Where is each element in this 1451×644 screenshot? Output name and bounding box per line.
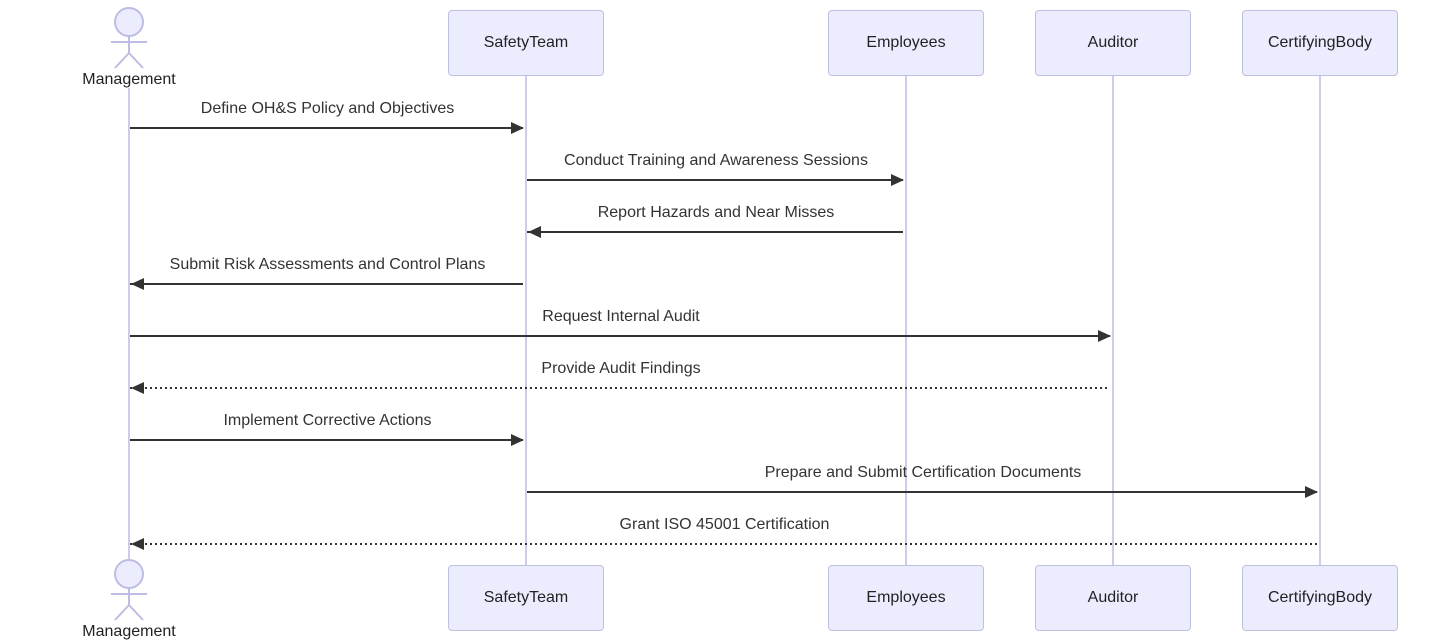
lifeline-Auditor	[1112, 76, 1114, 565]
arrowhead-1	[511, 122, 524, 134]
message-label-2: Conduct Training and Awareness Sessions	[564, 152, 868, 169]
message-label-4: Submit Risk Assessments and Control Plan…	[169, 256, 486, 273]
message-line-7	[130, 439, 523, 441]
participant-label: Employees	[866, 34, 946, 51]
arrowhead-6	[131, 382, 144, 394]
arrowhead-8	[1305, 486, 1318, 498]
message-label-5: Request Internal Audit	[542, 308, 700, 325]
message-label-7: Implement Corrective Actions	[223, 412, 432, 429]
actor-stick-figure-Management-top	[99, 7, 159, 69]
participant-box-CertifyingBody-bottom: CertifyingBody	[1242, 565, 1398, 631]
actor-stick-figure-Management-bottom	[99, 559, 159, 621]
participant-label: CertifyingBody	[1267, 34, 1373, 51]
message-line-2	[527, 179, 903, 181]
arrowhead-7	[511, 434, 524, 446]
message-line-3	[527, 231, 903, 233]
message-line-6	[130, 387, 1110, 389]
message-label-1: Define OH&S Policy and Objectives	[200, 100, 455, 117]
participant-box-Auditor-bottom: Auditor	[1035, 565, 1191, 631]
lifeline-Management	[128, 88, 130, 559]
message-line-8	[527, 491, 1317, 493]
participant-label: Auditor	[1087, 589, 1139, 606]
participant-box-SafetyTeam-bottom: SafetyTeam	[448, 565, 604, 631]
arrowhead-5	[1098, 330, 1111, 342]
participant-box-CertifyingBody-top: CertifyingBody	[1242, 10, 1398, 76]
participant-label: CertifyingBody	[1267, 589, 1373, 606]
arrowhead-2	[891, 174, 904, 186]
arrowhead-3	[528, 226, 541, 238]
lifeline-Employees	[905, 76, 907, 565]
arrowhead-4	[131, 278, 144, 290]
message-line-1	[130, 127, 523, 129]
message-label-3: Report Hazards and Near Misses	[597, 204, 835, 221]
message-line-9	[130, 543, 1317, 545]
participant-box-SafetyTeam-top: SafetyTeam	[448, 10, 604, 76]
actor-label-Management-bottom: Management	[82, 623, 176, 640]
message-line-5	[130, 335, 1110, 337]
lifeline-CertifyingBody	[1319, 76, 1321, 565]
participant-label: SafetyTeam	[483, 34, 569, 51]
participant-label: Auditor	[1087, 34, 1139, 51]
message-label-8: Prepare and Submit Certification Documen…	[764, 464, 1082, 481]
message-label-9: Grant ISO 45001 Certification	[619, 516, 830, 533]
message-line-4	[130, 283, 523, 285]
message-label-6: Provide Audit Findings	[541, 360, 701, 377]
arrowhead-9	[131, 538, 144, 550]
actor-label-Management-top: Management	[82, 71, 176, 88]
participant-label: Employees	[866, 589, 946, 606]
participant-label: SafetyTeam	[483, 589, 569, 606]
participant-box-Employees-bottom: Employees	[828, 565, 984, 631]
participant-box-Auditor-top: Auditor	[1035, 10, 1191, 76]
participant-box-Employees-top: Employees	[828, 10, 984, 76]
lifeline-SafetyTeam	[525, 76, 527, 565]
